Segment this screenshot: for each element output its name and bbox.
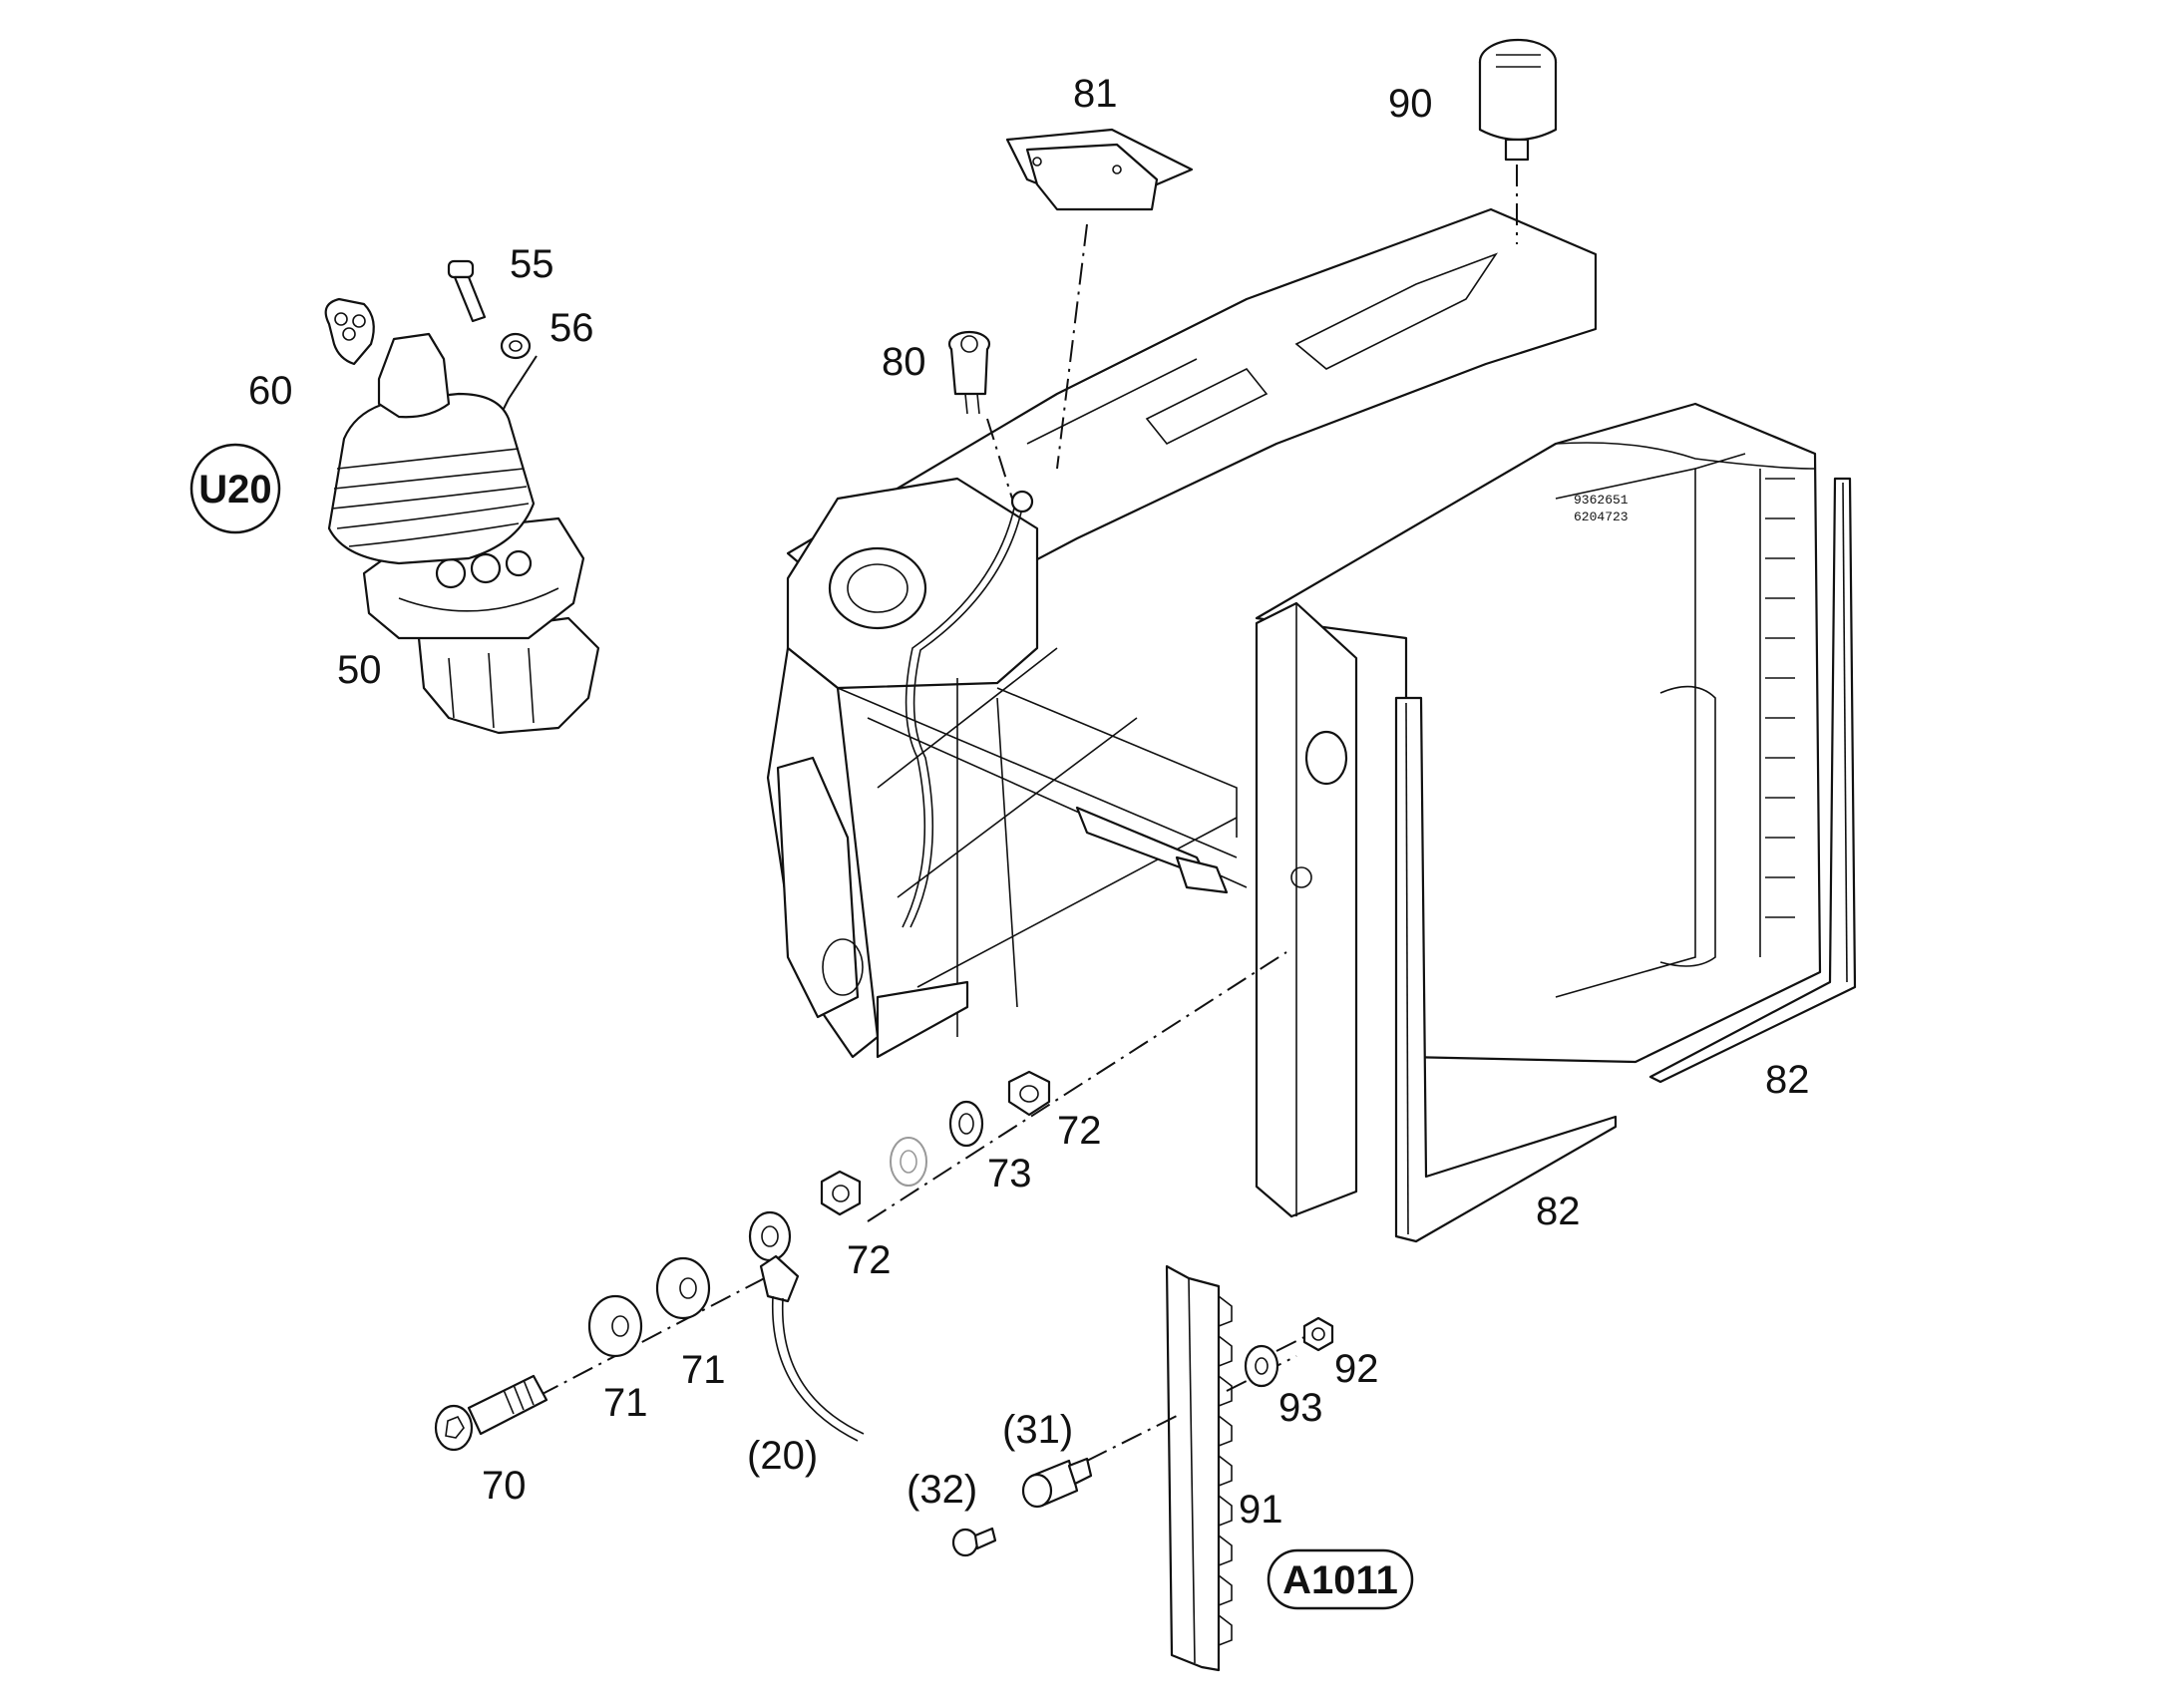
- part-91-terminal-strip: [1165, 1264, 1233, 1672]
- callout-82-front: 82: [1536, 1190, 1581, 1233]
- callout-32: (32): [907, 1468, 977, 1512]
- callout-90: 90: [1388, 82, 1433, 126]
- mounting-box: 9362651 6204723: [1255, 402, 1822, 1218]
- leader-hardware-chain: [538, 951, 1287, 1397]
- part-82-gasket-rear: [1648, 477, 1857, 1084]
- badge-a1011-text: A1011: [1282, 1558, 1398, 1602]
- callout-81: 81: [1073, 72, 1118, 116]
- leader-31: [1086, 1415, 1178, 1462]
- part-93-washer: [1244, 1344, 1279, 1388]
- callout-60: 60: [248, 369, 293, 413]
- callout-92: 92: [1334, 1347, 1379, 1391]
- part-80-indicator: [947, 330, 991, 415]
- callout-20: (20): [747, 1434, 818, 1478]
- joystick-assembly: [324, 259, 600, 735]
- part-73-washer-alt: [890, 1137, 927, 1187]
- callout-72-upper: 72: [1057, 1109, 1102, 1153]
- part-72-nut-lower: [820, 1170, 862, 1216]
- panel-housing: [766, 207, 1598, 1059]
- part-71-washer-b: [655, 1256, 711, 1320]
- callout-71-right: 71: [681, 1348, 726, 1392]
- leader-81: [1056, 223, 1088, 470]
- callout-80: 80: [882, 340, 926, 384]
- callout-55: 55: [510, 242, 554, 286]
- part-81-cover: [1005, 128, 1194, 211]
- part-55-bolt: [447, 259, 487, 323]
- callout-56: 56: [549, 306, 594, 350]
- part-56-washer: [500, 332, 532, 360]
- part-72-nut-upper: [1007, 1070, 1051, 1117]
- badge-a1011: A1011: [1267, 1548, 1414, 1610]
- part-60-joystick-handle: [324, 297, 536, 565]
- part-82-gasket-front: [1394, 696, 1618, 1243]
- part-70-bolt: [434, 1374, 548, 1452]
- part-73-washer: [948, 1100, 984, 1148]
- part-32-screw: [951, 1527, 997, 1557]
- part-20-cable-lug: [748, 1210, 865, 1442]
- callout-31: (31): [1002, 1408, 1073, 1452]
- part-71-washer-a: [587, 1294, 643, 1358]
- callout-72-lower: 72: [847, 1238, 892, 1282]
- callout-71-left: 71: [603, 1381, 648, 1425]
- part-31-standoff: [1021, 1457, 1093, 1509]
- callout-70: 70: [482, 1464, 527, 1508]
- part-90-gauge: [1478, 38, 1558, 162]
- callout-82-rear: 82: [1765, 1058, 1810, 1102]
- callout-73: 73: [987, 1152, 1032, 1196]
- callout-93: 93: [1278, 1386, 1323, 1430]
- callout-91: 91: [1239, 1488, 1283, 1532]
- callout-50: 50: [337, 648, 382, 692]
- badge-u20-text: U20: [198, 468, 271, 512]
- plate-marking-line-1: 9362651: [1574, 493, 1629, 508]
- plate-marking-line-2: 6204723: [1574, 510, 1629, 524]
- leader-80: [986, 418, 1013, 500]
- callout-labels: 55 56 60 50 81 80 90 82 82 72 73 72 71 7…: [248, 72, 1810, 1532]
- leader-55-56: [503, 355, 538, 410]
- part-92-nut: [1302, 1316, 1334, 1352]
- badge-u20: U20: [189, 443, 281, 534]
